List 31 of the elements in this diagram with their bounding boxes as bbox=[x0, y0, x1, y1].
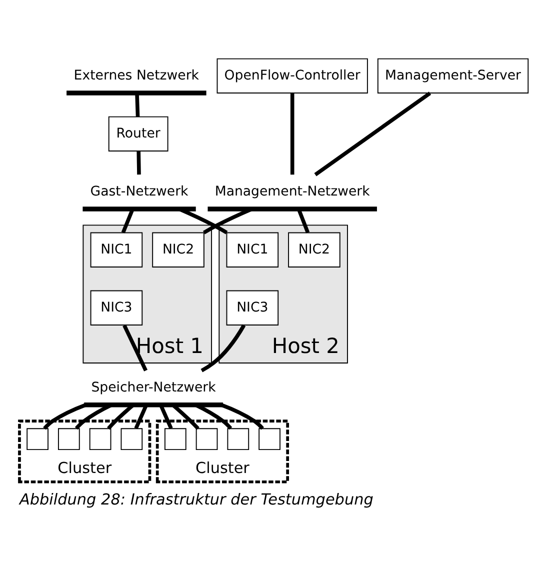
connector bbox=[136, 150, 141, 174]
node-box: Router bbox=[108, 116, 168, 151]
node-box bbox=[196, 428, 218, 450]
connector bbox=[122, 324, 148, 371]
node-box bbox=[164, 428, 186, 450]
node-box bbox=[258, 428, 280, 450]
node-box bbox=[227, 428, 250, 450]
node-box bbox=[26, 428, 48, 450]
node-box bbox=[89, 428, 112, 450]
node-box: OpenFlow-Controller bbox=[216, 58, 368, 93]
connector bbox=[43, 402, 86, 430]
node-text: Speicher-Netzwerk bbox=[91, 380, 216, 395]
cluster: Cluster bbox=[18, 419, 152, 483]
connector bbox=[135, 92, 140, 116]
node-text: Gast-Netzwerk bbox=[90, 184, 188, 199]
node-text: Management-Netzwerk bbox=[214, 184, 370, 199]
node-box: NIC1 bbox=[226, 232, 279, 267]
node-box: NIC2 bbox=[288, 232, 340, 267]
connector bbox=[220, 402, 264, 430]
node-box: NIC1 bbox=[90, 232, 143, 267]
node-box: NIC3 bbox=[90, 290, 143, 325]
node-box: Management-Server bbox=[377, 58, 529, 93]
node-box: NIC2 bbox=[152, 232, 204, 267]
cluster: Cluster bbox=[156, 419, 290, 483]
connector bbox=[290, 92, 294, 174]
node-box: NIC3 bbox=[226, 290, 279, 325]
connector bbox=[314, 91, 432, 176]
node-box bbox=[120, 428, 143, 450]
node-box bbox=[58, 428, 80, 450]
node-text: Externes Netzwerk bbox=[74, 68, 200, 83]
caption: Abbildung 28: Infrastruktur der Testumgebung bbox=[19, 490, 374, 508]
